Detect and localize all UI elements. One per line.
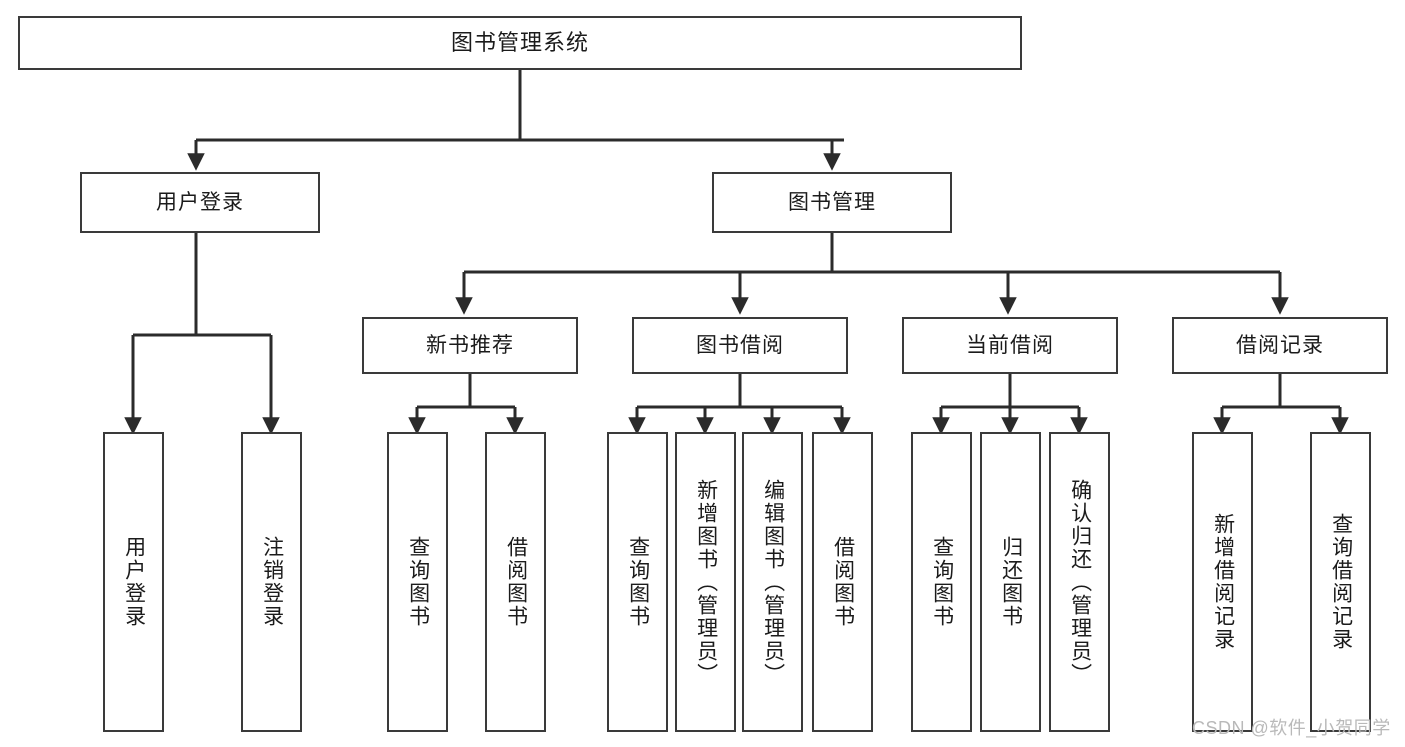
node-leaf-confirm-return[interactable]: 确认归还（管理员） (1049, 432, 1110, 732)
node-current-borrow-label: 当前借阅 (966, 333, 1054, 357)
node-root[interactable]: 图书管理系统 (18, 16, 1022, 70)
node-leaf-edit-book-label: 编辑图书（管理员） (761, 478, 785, 686)
node-leaf-add-book[interactable]: 新增图书（管理员） (675, 432, 736, 732)
node-leaf-query-book-2[interactable]: 查询图书 (607, 432, 668, 732)
node-leaf-borrow-book-2[interactable]: 借阅图书 (812, 432, 873, 732)
node-borrow-record[interactable]: 借阅记录 (1172, 317, 1388, 374)
node-leaf-user-logout[interactable]: 注销登录 (241, 432, 302, 732)
node-leaf-query-book-1-label: 查询图书 (406, 536, 430, 628)
node-leaf-return-book-label: 归还图书 (999, 536, 1023, 628)
node-leaf-user-login-label: 用户登录 (122, 536, 146, 628)
node-book-borrow-label: 图书借阅 (696, 333, 784, 357)
node-user-login-label: 用户登录 (156, 190, 244, 214)
node-new-book-recommend[interactable]: 新书推荐 (362, 317, 578, 374)
watermark-text: CSDN @软件_小贺同学 (1192, 718, 1391, 738)
node-leaf-borrow-book-1-label: 借阅图书 (504, 536, 528, 628)
node-current-borrow[interactable]: 当前借阅 (902, 317, 1118, 374)
node-book-manage[interactable]: 图书管理 (712, 172, 952, 233)
node-leaf-query-record-label: 查询借阅记录 (1329, 513, 1353, 651)
node-leaf-borrow-book-1[interactable]: 借阅图书 (485, 432, 546, 732)
node-leaf-user-login[interactable]: 用户登录 (103, 432, 164, 732)
node-leaf-add-record-label: 新增借阅记录 (1211, 513, 1235, 651)
node-leaf-query-book-2-label: 查询图书 (626, 536, 650, 628)
node-leaf-add-book-label: 新增图书（管理员） (694, 478, 718, 686)
node-book-borrow[interactable]: 图书借阅 (632, 317, 848, 374)
node-new-book-recommend-label: 新书推荐 (426, 333, 514, 357)
node-leaf-user-logout-label: 注销登录 (260, 536, 284, 628)
node-leaf-query-book-1[interactable]: 查询图书 (387, 432, 448, 732)
node-leaf-borrow-book-2-label: 借阅图书 (831, 536, 855, 628)
node-root-label: 图书管理系统 (450, 29, 589, 55)
node-leaf-confirm-return-label: 确认归还（管理员） (1068, 478, 1092, 686)
node-leaf-query-book-3[interactable]: 查询图书 (911, 432, 972, 732)
node-book-manage-label: 图书管理 (788, 190, 876, 214)
node-leaf-query-record[interactable]: 查询借阅记录 (1310, 432, 1371, 732)
node-leaf-query-book-3-label: 查询图书 (930, 536, 954, 628)
node-leaf-edit-book[interactable]: 编辑图书（管理员） (742, 432, 803, 732)
node-user-login[interactable]: 用户登录 (80, 172, 320, 233)
node-borrow-record-label: 借阅记录 (1236, 333, 1324, 357)
node-leaf-add-record[interactable]: 新增借阅记录 (1192, 432, 1253, 732)
node-leaf-return-book[interactable]: 归还图书 (980, 432, 1041, 732)
